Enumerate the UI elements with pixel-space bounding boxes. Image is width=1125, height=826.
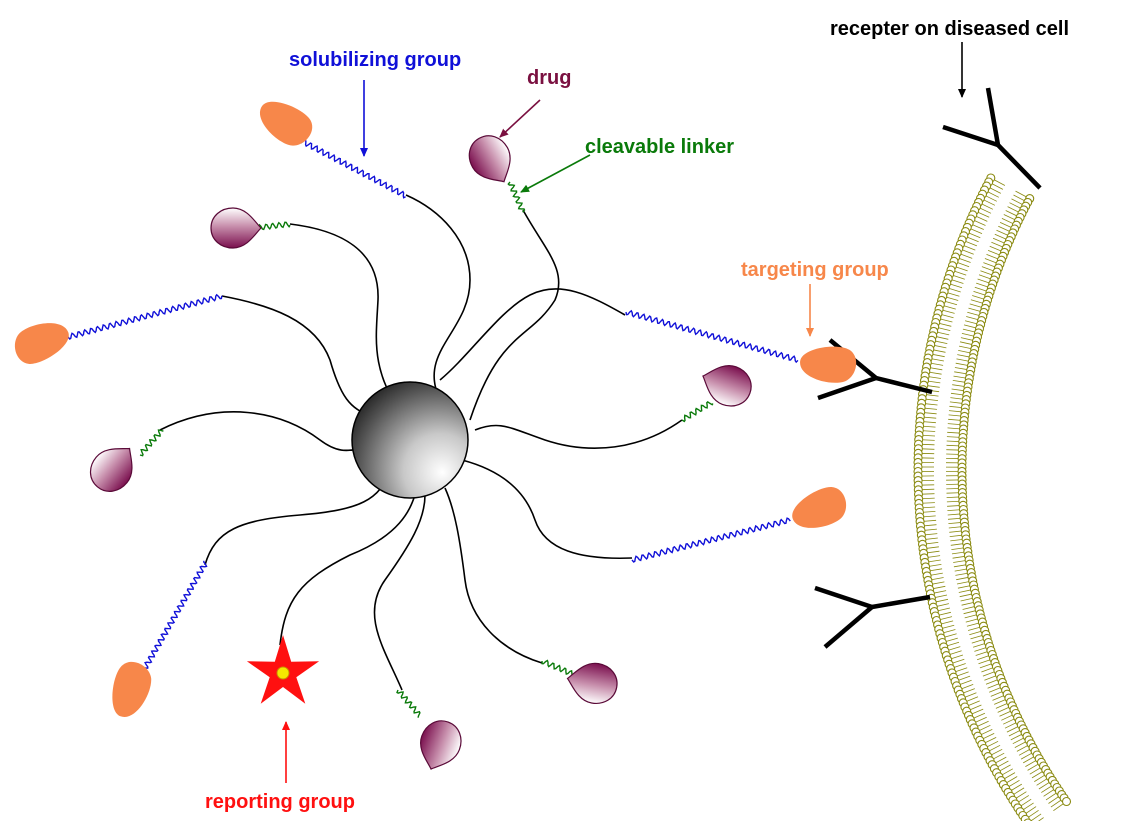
drug-droplet-icon — [412, 715, 467, 776]
solubilizing-linker — [300, 140, 406, 198]
solubilizing-linker — [68, 295, 222, 339]
cleavable-arrow — [521, 155, 590, 192]
solubilizing-linker — [632, 518, 790, 562]
solubilizing-linker — [145, 561, 207, 668]
cleavable-linker — [682, 402, 713, 422]
y-receptor-icon — [943, 88, 1040, 188]
targeting-blob-icon — [103, 657, 156, 722]
drug-droplet-icon — [462, 128, 522, 191]
drug-droplet-icon — [211, 208, 261, 248]
drug-arrow — [500, 100, 540, 137]
cleavable-linker — [508, 182, 524, 212]
reporting-group-label: reporting group — [205, 791, 355, 813]
cleavable-linker — [542, 661, 575, 677]
targeting-blob-icon — [9, 315, 74, 368]
nanoparticle-core-icon — [352, 382, 468, 498]
cleavable-linker — [140, 430, 163, 456]
reporting-star-icon — [247, 635, 319, 704]
receptor-label: recepter on diseased cell — [830, 18, 1069, 40]
drug-label: drug — [527, 67, 571, 89]
drug-droplet-icon — [82, 436, 145, 500]
targeting-blob-icon — [252, 91, 319, 153]
targeting-blob-icon — [787, 482, 852, 535]
y-receptor-icon — [815, 588, 930, 647]
targeting-group-label: targeting group — [741, 259, 889, 281]
cleavable-linker-label: cleavable linker — [585, 136, 734, 158]
lipid-bilayer-icon — [914, 174, 1071, 821]
targeting-blob-icon — [799, 344, 858, 385]
drug-droplet-icon — [564, 659, 620, 707]
solubilizing-group-label: solubilizing group — [289, 49, 461, 71]
drug-droplet-icon — [696, 357, 757, 412]
solubilizing-linker — [626, 311, 798, 362]
cleavable-linker — [397, 690, 420, 718]
